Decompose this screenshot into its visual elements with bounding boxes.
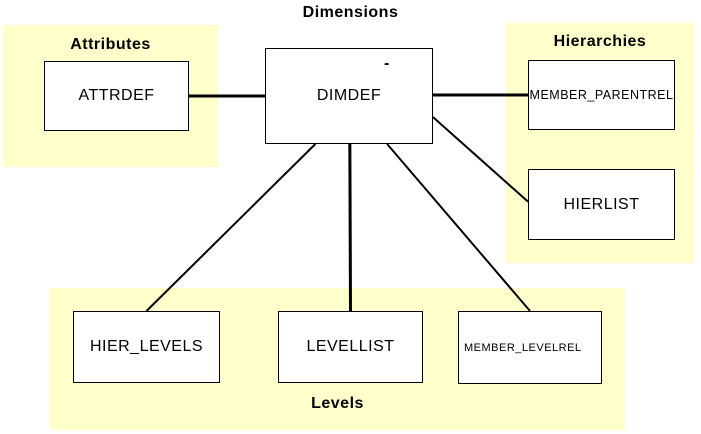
hierarchies-region-label: Hierarchies [553, 33, 647, 50]
node-attrdef-label: ATTRDEF [78, 87, 155, 104]
node-member-parentrel-label: MEMBER_PARENTREL [529, 88, 674, 102]
node-hierlist: HIERLIST [528, 169, 675, 240]
node-member-levelrel: MEMBER_LEVELREL [458, 311, 602, 384]
node-attrdef: ATTRDEF [44, 61, 189, 131]
diagram-title: Dimensions [302, 4, 399, 21]
node-member-levelrel-label: MEMBER_LEVELREL [464, 341, 582, 354]
node-hierlist-label: HIERLIST [563, 195, 640, 213]
node-dimdef-label: DIMDEF [316, 87, 382, 104]
connector-dimdef-levellist [348, 143, 352, 312]
node-member-parentrel: MEMBER_PARENTREL [528, 60, 675, 130]
node-levellist-label: LEVELLIST [306, 338, 395, 355]
attributes-region-label: Attributes [70, 36, 151, 53]
node-hier-levels-label: HIER_LEVELS [89, 338, 204, 355]
node-hier-levels: HIER_LEVELS [73, 311, 220, 383]
node-levellist: LEVELLIST [278, 311, 423, 383]
connector-dimdef-hier_levels [145, 143, 317, 312]
dimdef-annotation-dash: - [384, 55, 390, 72]
node-dimdef: - DIMDEF [265, 48, 433, 144]
levels-region-label: Levels [311, 395, 364, 412]
